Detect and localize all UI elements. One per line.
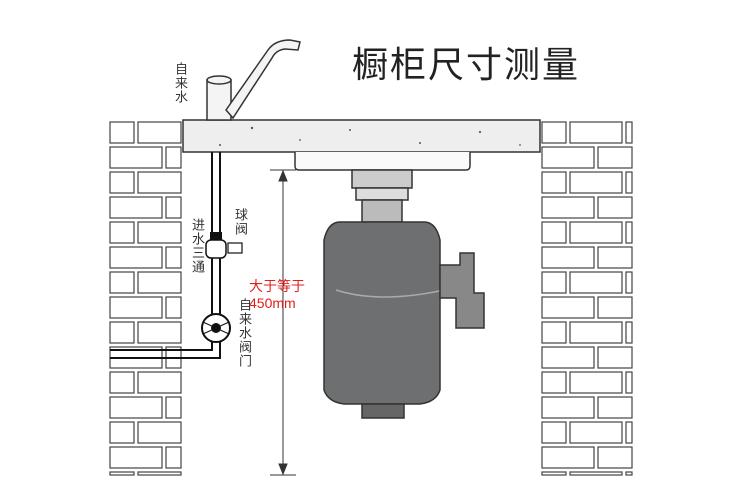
- brick: [137, 421, 182, 444]
- brick: [597, 196, 633, 219]
- brick: [541, 171, 567, 194]
- brick: [541, 346, 595, 369]
- inlet-tee: [205, 239, 227, 259]
- brick: [597, 246, 633, 269]
- brick: [569, 271, 623, 294]
- inlet-tee-label: 进水三通: [189, 218, 204, 274]
- brick: [541, 121, 567, 144]
- brick: [541, 246, 595, 269]
- height-dimension: [270, 169, 296, 476]
- brick: [597, 146, 633, 169]
- brick: [597, 396, 633, 419]
- brick: [569, 171, 623, 194]
- min-height-label-line1: 大于等于: [249, 278, 305, 294]
- brick: [109, 296, 163, 319]
- ball-valve: [227, 242, 243, 254]
- brick: [541, 396, 595, 419]
- brick: [541, 471, 567, 476]
- brick: [625, 421, 633, 444]
- pipe-joint: [210, 232, 222, 240]
- brick: [541, 271, 567, 294]
- page-title: 橱柜尺寸测量: [352, 45, 581, 86]
- brick: [569, 221, 623, 244]
- brick: [109, 121, 135, 144]
- brick: [137, 321, 182, 344]
- brick: [109, 221, 135, 244]
- brick: [625, 471, 633, 476]
- brick: [109, 196, 163, 219]
- brick: [109, 471, 135, 476]
- brick: [137, 121, 182, 144]
- brick: [137, 371, 182, 394]
- brick: [597, 346, 633, 369]
- brick: [109, 271, 135, 294]
- brick: [137, 221, 182, 244]
- brick: [625, 121, 633, 144]
- brick: [137, 471, 182, 476]
- brick: [625, 271, 633, 294]
- brick: [165, 246, 182, 269]
- brick: [109, 371, 135, 394]
- brick: [625, 171, 633, 194]
- brick: [165, 196, 182, 219]
- brick: [541, 196, 595, 219]
- brick: [541, 321, 567, 344]
- ball-valve-label: 球阀: [232, 208, 247, 236]
- brick: [597, 446, 633, 469]
- brick: [109, 321, 135, 344]
- brick: [541, 446, 595, 469]
- brick: [165, 296, 182, 319]
- tap-water-label: 自来水: [172, 62, 187, 104]
- brick: [109, 146, 163, 169]
- countertop-texture: [219, 126, 521, 146]
- brick: [541, 296, 595, 319]
- brick: [569, 471, 623, 476]
- brick: [109, 396, 163, 419]
- min-height-label-line2: 450mm: [249, 295, 296, 311]
- brick: [569, 121, 623, 144]
- brick: [137, 171, 182, 194]
- brick: [137, 271, 182, 294]
- brick: [109, 171, 135, 194]
- brick: [541, 146, 595, 169]
- brick: [625, 221, 633, 244]
- countertop: [182, 119, 541, 153]
- brick: [109, 446, 163, 469]
- brick: [541, 371, 567, 394]
- brick: [109, 421, 135, 444]
- food-waste-disposer: [323, 169, 485, 419]
- tap-valve-label: 自来水阀门: [236, 298, 251, 368]
- brick: [569, 371, 623, 394]
- sink-bowl: [294, 152, 471, 171]
- brick: [569, 321, 623, 344]
- brick: [597, 296, 633, 319]
- brick: [625, 371, 633, 394]
- brick: [165, 396, 182, 419]
- brick: [165, 446, 182, 469]
- brick: [625, 321, 633, 344]
- brick: [541, 221, 567, 244]
- faucet: [206, 39, 301, 121]
- brick: [569, 421, 623, 444]
- brick: [541, 421, 567, 444]
- brick: [165, 146, 182, 169]
- brick: [109, 246, 163, 269]
